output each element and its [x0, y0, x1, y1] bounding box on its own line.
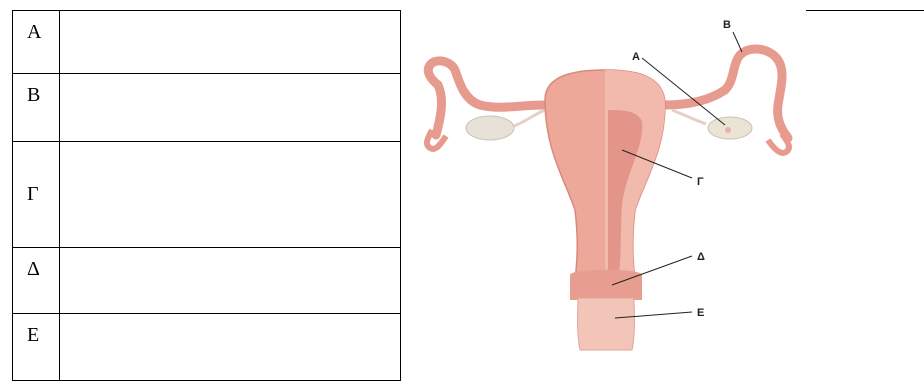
label-d: Δ	[697, 251, 705, 263]
cervix	[570, 270, 642, 300]
answer-cell[interactable]	[60, 314, 401, 381]
row-label: Δ	[13, 248, 60, 314]
label-e: E	[697, 307, 704, 319]
answer-cell[interactable]	[60, 142, 401, 248]
leader-b	[733, 32, 742, 52]
uterus-diagram: A B Γ Δ E	[410, 10, 810, 360]
row-label: Ε	[13, 314, 60, 381]
follicle	[725, 127, 731, 133]
right-ligament	[672, 110, 706, 124]
answer-cell[interactable]	[60, 248, 401, 314]
table-row: Ε	[13, 314, 401, 381]
table-row: Α	[13, 11, 401, 74]
right-rule	[806, 10, 924, 11]
row-label: Α	[13, 11, 60, 74]
left-ovary	[466, 116, 514, 140]
right-fimbriae	[768, 134, 789, 153]
answer-cell[interactable]	[60, 74, 401, 142]
table-row: Γ	[13, 142, 401, 248]
row-label: Γ	[13, 142, 60, 248]
vagina	[578, 298, 635, 350]
answer-cell[interactable]	[60, 11, 401, 74]
left-ligament	[514, 110, 545, 126]
label-a: A	[632, 51, 640, 63]
answer-table: Α Β Γ Δ Ε	[12, 10, 401, 381]
label-b: B	[723, 19, 731, 31]
table-row: Β	[13, 74, 401, 142]
table-row: Δ	[13, 248, 401, 314]
label-g: Γ	[697, 176, 704, 188]
row-label: Β	[13, 74, 60, 142]
